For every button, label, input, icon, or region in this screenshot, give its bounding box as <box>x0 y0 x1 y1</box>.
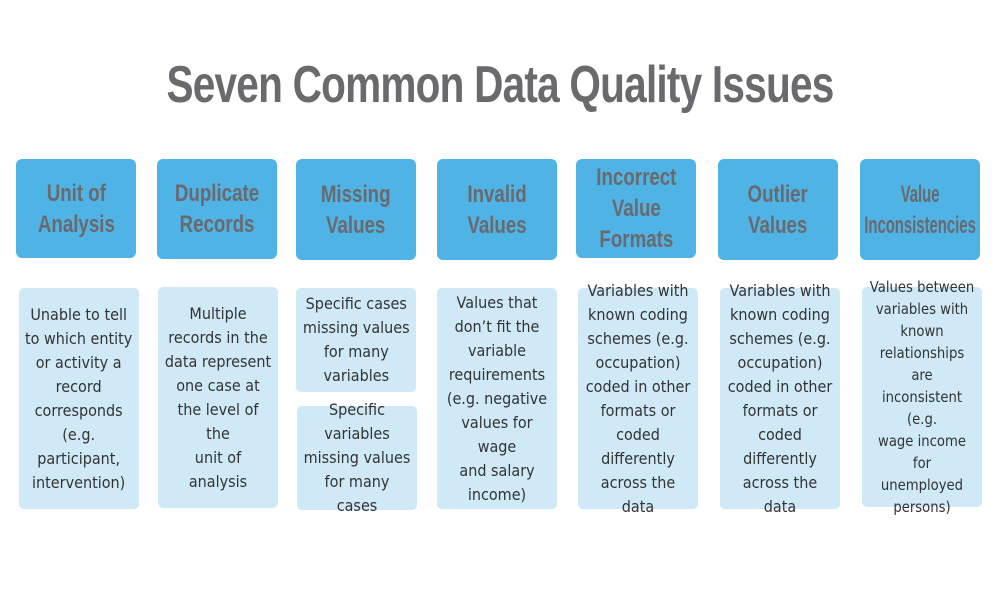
page-title: Seven Common Data Quality Issues <box>166 56 834 114</box>
issue-header-incorrect-value-formats: Incorrect Value Formats <box>576 159 696 258</box>
issue-header-duplicate-records: Duplicate Records <box>157 159 277 259</box>
issue-description-missing-variables: Specific variables missing values for ma… <box>297 400 417 515</box>
issue-header-label: Invalid Values <box>467 180 527 239</box>
issue-header-invalid-values: Invalid Values <box>437 159 557 260</box>
issue-header-unit-of-analysis: Unit of Analysis <box>16 159 136 258</box>
issue-header-value-inconsistencies: Value Inconsistencies <box>860 159 980 260</box>
issue-description-outlier-values: Variables with known coding schemes (e.g… <box>720 281 840 516</box>
description-text: Values that don’t fit the variable requi… <box>446 292 548 504</box>
issue-header-label: Unit of Analysis <box>37 179 115 238</box>
issue-header-missing-values: Missing Values <box>296 159 416 260</box>
issue-description-incorrect-value-formats: Variables with known coding schemes (e.g… <box>578 281 698 516</box>
description-text: Specific cases missing values for many v… <box>302 294 410 385</box>
issue-header-label: Outlier Values <box>747 180 809 239</box>
issue-header-label: Value Inconsistencies <box>864 180 976 239</box>
issue-description-invalid-values: Values that don’t fit the variable requi… <box>437 288 557 509</box>
description-text: Values between variables with known rela… <box>869 278 975 516</box>
description-text: Specific variables missing values for ma… <box>303 400 411 515</box>
issue-description-unit-of-analysis: Unable to tell to which entity or activi… <box>19 288 139 509</box>
issue-description-missing-cases: Specific cases missing values for many v… <box>296 288 416 392</box>
issue-header-outlier-values: Outlier Values <box>718 159 838 260</box>
issue-header-label: Missing Values <box>321 180 391 239</box>
description-text: Multiple records in the data represent o… <box>164 303 272 491</box>
description-text: Variables with known coding schemes (e.g… <box>727 280 833 516</box>
issue-description-duplicate-records: Multiple records in the data represent o… <box>158 287 278 508</box>
description-text: Unable to tell to which entity or activi… <box>25 304 133 492</box>
issue-description-value-inconsistencies: Values between variables with known rela… <box>862 278 982 516</box>
issue-header-label: Incorrect Value Formats <box>595 164 677 253</box>
description-text: Variables with known coding schemes (e.g… <box>585 280 691 516</box>
issue-header-label: Duplicate Records <box>174 180 260 238</box>
